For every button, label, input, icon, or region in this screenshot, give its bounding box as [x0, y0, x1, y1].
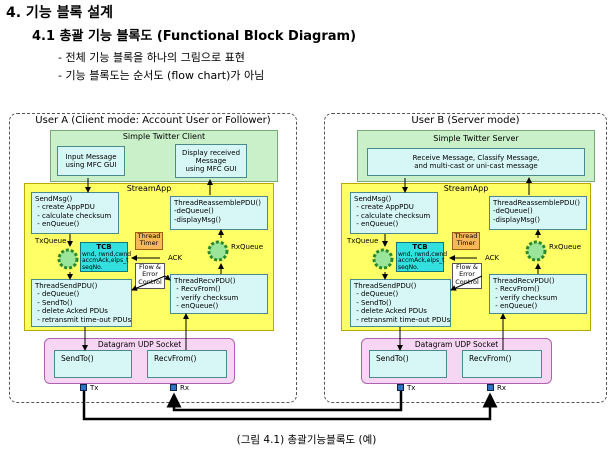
user-a-streamapp-title: StreamApp	[126, 184, 172, 193]
user-b-rx-port	[487, 384, 494, 391]
user-b-txqueue-label: TxQueue	[347, 237, 379, 245]
user-a-rxqueue-label: RxQueue	[231, 243, 264, 251]
user-a-reassemble-box: ThreadReassemblePDU() -deQueue() -displa…	[170, 196, 268, 230]
user-b-server-title: Simple Twitter Server	[433, 134, 519, 143]
user-b-tx-label: Tx	[407, 384, 416, 392]
receive-classify-box: Receive Message, Classify Message, and m…	[367, 148, 585, 176]
user-a-panel	[9, 113, 297, 403]
user-a-ack-label: ACK	[168, 254, 183, 262]
user-b-title: User B (Server mode)	[411, 115, 520, 126]
user-a-rx-port	[170, 384, 177, 391]
user-a-recv-pdu-box: ThreadRecvPDU() - RecvFrom() - verify ch…	[170, 274, 268, 314]
user-b-tcb: TCB wnd, rwnd,cwnd accmAck,elps_t seqNo.	[396, 242, 448, 272]
user-a-sendmsg-box: SendMsg() - create AppPDU - calculate ch…	[31, 192, 119, 234]
user-a-recvfrom-box: RecvFrom()	[147, 350, 227, 378]
user-a-tx-port	[80, 384, 87, 391]
user-b-ack-label: ACK	[485, 254, 500, 262]
figure-caption: (그림 4.1) 총괄기능블록도 (예)	[236, 434, 377, 446]
section-heading: 4. 기능 블록 설계	[6, 5, 113, 21]
subsection-heading: 4.1 총괄 기능 블록도 (Functional Block Diagram)	[32, 29, 357, 44]
display-message-box: Display received Message using MFC GUI	[175, 144, 247, 178]
tcb-title: TCB	[96, 243, 112, 251]
user-b-panel	[324, 113, 607, 403]
user-b-streamapp-title: StreamApp	[443, 184, 489, 193]
user-b-send-pdu-box: ThreadSendPDU() - deQueue() - SendTo() -…	[350, 279, 451, 327]
bullet-1-text: 전체 기능 블록을 하나의 그림으로 표현	[65, 51, 245, 64]
user-a-txqueue-label: TxQueue	[35, 237, 67, 245]
tcb-body: wnd, rwnd,cwnd accmAck,elps_t seqNo.	[398, 250, 448, 271]
user-b-sendmsg-box: SendMsg() - create AppPDU - calculate ch…	[350, 192, 438, 234]
bullet-1: - 전체 기능 블록을 하나의 그림으로 표현	[58, 51, 245, 64]
user-a-sendto-box: SendTo()	[54, 350, 132, 378]
user-a-tx-label: Tx	[90, 384, 99, 392]
user-a-udp-title: Datagram UDP Socket	[97, 340, 182, 349]
user-b-tx-port	[397, 384, 404, 391]
user-a-rx-label: Rx	[180, 384, 190, 392]
user-a-thread-timer: Thread Timer	[135, 232, 163, 250]
user-b-rxqueue-label: RxQueue	[549, 243, 582, 251]
tcb-body: wnd, rwnd,cwnd accmAck,elps_t seqNo.	[82, 250, 132, 271]
user-b-thread-timer: Thread Timer	[452, 232, 480, 250]
user-b-sendto-box: SendTo()	[369, 350, 447, 378]
user-a-title: User A (Client mode: Account User or Fol…	[35, 115, 271, 126]
user-b-reassemble-box: ThreadReassemblePDU() -deQueue() -displa…	[489, 196, 587, 230]
user-b-recvfrom-box: RecvFrom()	[462, 350, 542, 378]
user-a-client-title: Simple Twitter Client	[122, 132, 206, 141]
user-b-udp-title: Datagram UDP Socket	[414, 340, 499, 349]
user-b-recv-pdu-box: ThreadRecvPDU() - RecvFrom() - verify ch…	[489, 274, 587, 314]
user-b-rx-label: Rx	[497, 384, 507, 392]
tcb-title: TCB	[412, 243, 428, 251]
user-a-tcb: TCB wnd, rwnd,cwnd accmAck,elps_t seqNo.	[80, 242, 132, 272]
bullet-2: - 기능 블록도는 순서도 (flow chart)가 아님	[58, 69, 265, 82]
user-a-send-pdu-box: ThreadSendPDU() - deQueue() - SendTo() -…	[31, 279, 132, 327]
bullet-2-text: 기능 블록도는 순서도 (flow chart)가 아님	[65, 69, 265, 82]
input-message-box: Input Message using MFC GUI	[57, 146, 125, 176]
